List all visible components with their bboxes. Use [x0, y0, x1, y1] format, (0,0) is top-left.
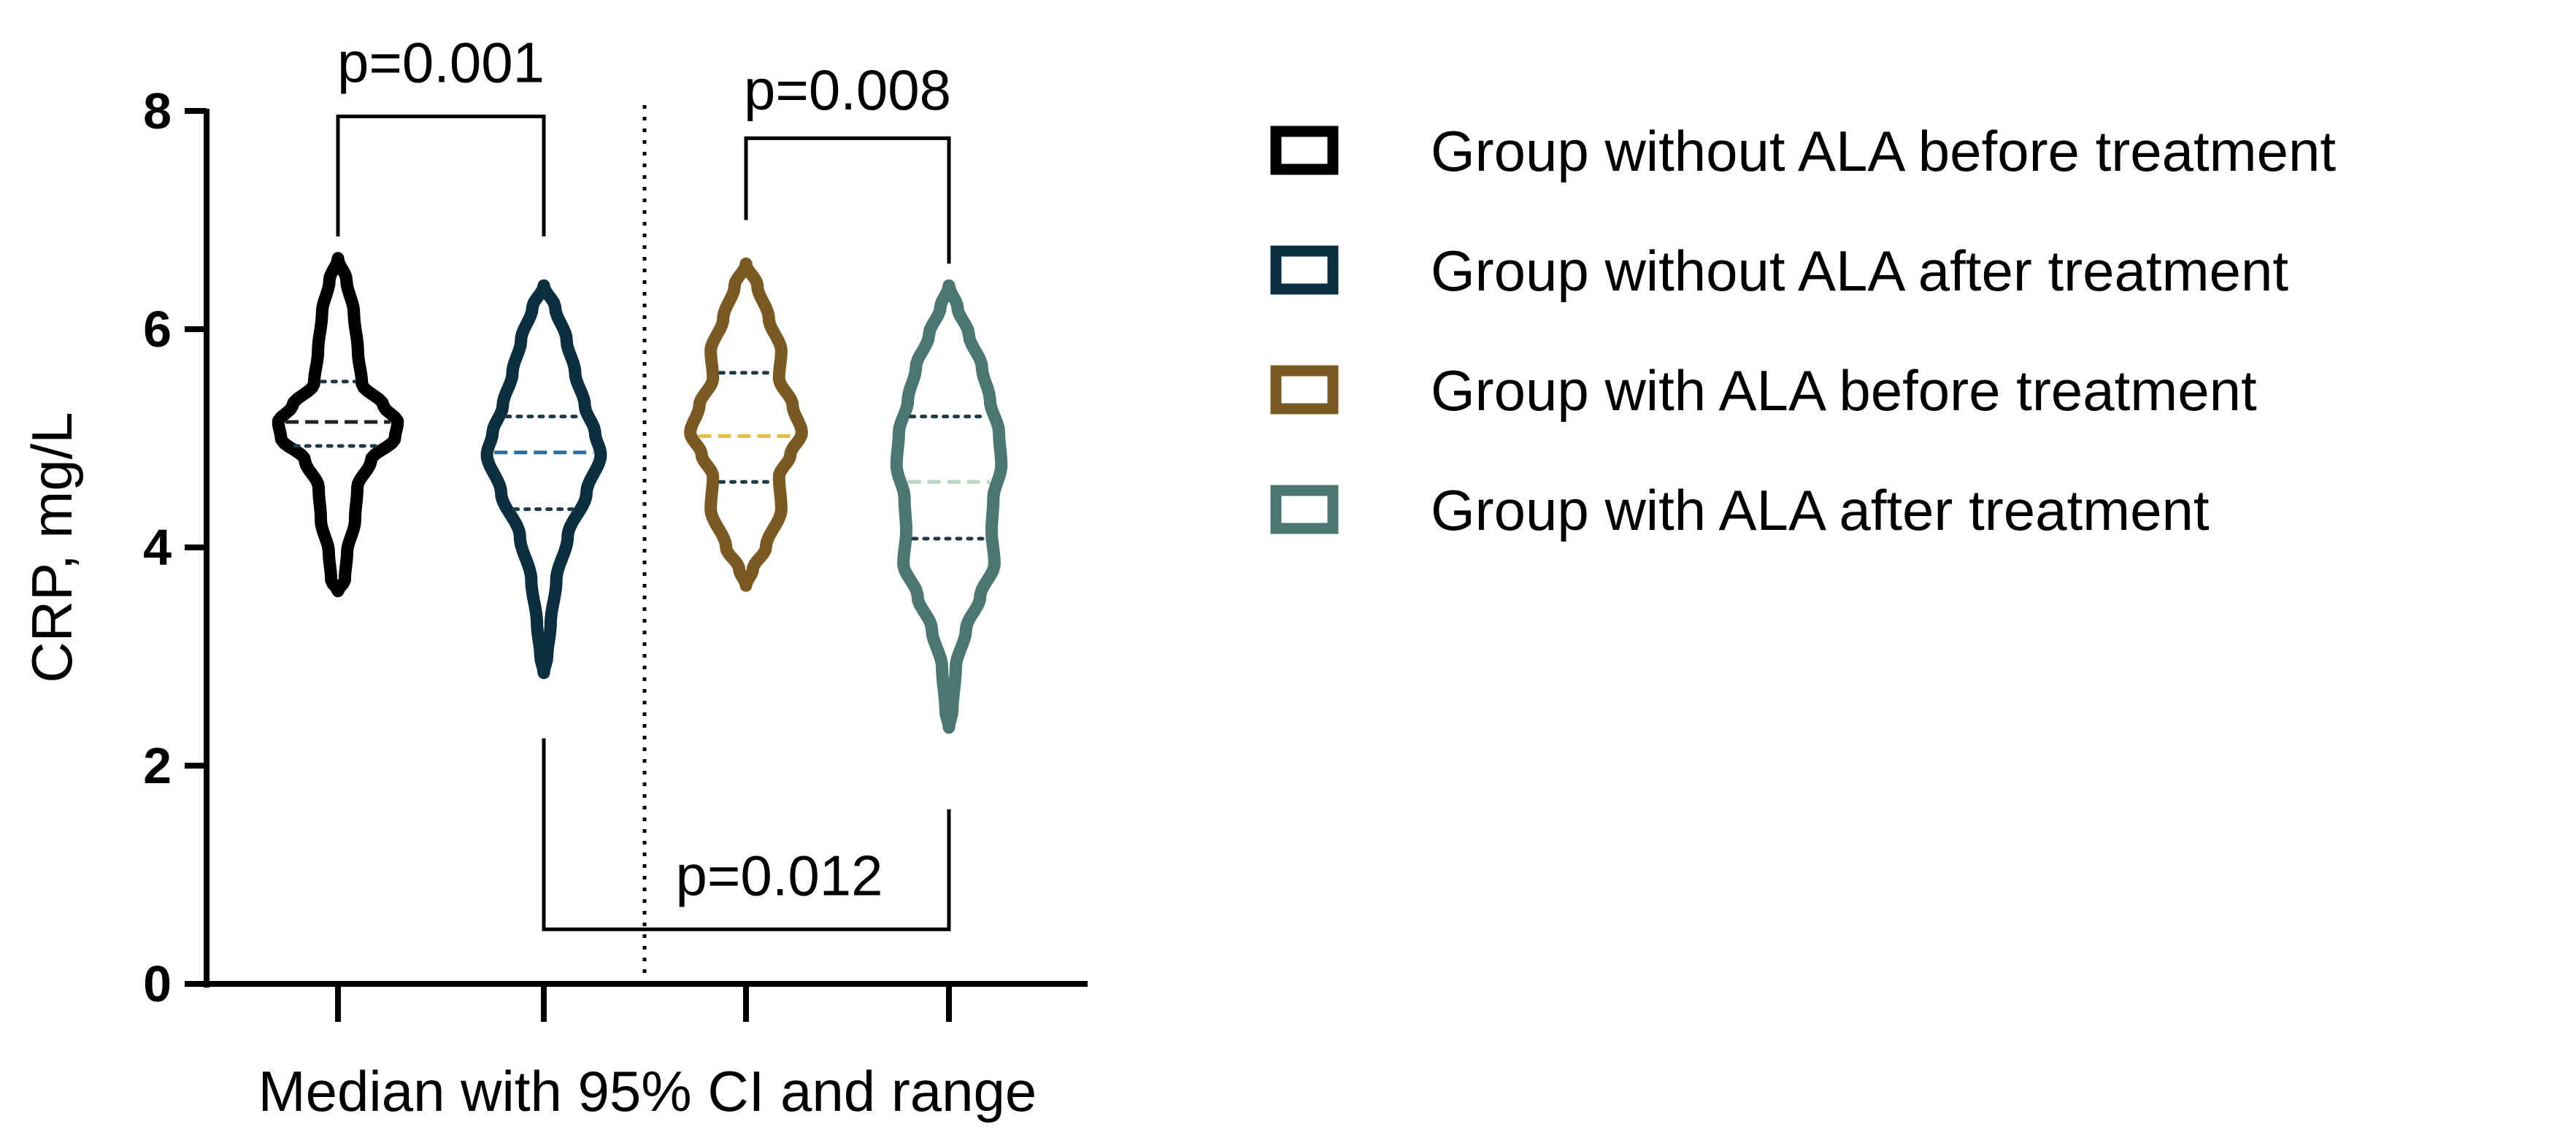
legend-swatch-4	[1270, 485, 1339, 534]
y-tick-label: 8	[143, 82, 172, 139]
legend: Group without ALA before treatmentGroup …	[1270, 119, 2336, 542]
annotations: p=0.001 p=0.008 p=0.012	[336, 31, 951, 931]
violin-1	[272, 252, 404, 598]
legend-label-1: Group without ALA before treatment	[1431, 119, 2336, 183]
y-tick-label: 6	[143, 301, 172, 358]
x-axis-label: Median with 95% CI and range	[258, 1059, 1037, 1123]
significance-bracket-3	[542, 738, 951, 931]
y-tick-label: 0	[143, 955, 172, 1012]
violin-3	[684, 257, 808, 592]
p-value-label-1: p=0.001	[337, 31, 545, 95]
significance-bracket-2	[744, 136, 951, 264]
legend-label-3: Group with ALA before treatment	[1431, 358, 2257, 423]
legend-swatch-1	[1270, 126, 1339, 175]
violin-2	[480, 279, 607, 680]
y-axis-label: CRP, mg/L	[20, 412, 84, 682]
violins	[272, 252, 1008, 734]
legend-label-4: Group with ALA after treatment	[1431, 478, 2210, 542]
legend-swatch-3	[1270, 365, 1339, 415]
legend-swatch-2	[1270, 245, 1339, 295]
y-tick-label: 4	[143, 519, 172, 576]
p-value-label-3: p=0.012	[675, 844, 883, 908]
significance-bracket-1	[336, 114, 546, 236]
violin-4	[890, 279, 1008, 734]
y-tick-label: 2	[143, 737, 172, 794]
p-value-label-2: p=0.008	[744, 58, 951, 122]
legend-label-2: Group without ALA after treatment	[1431, 239, 2288, 303]
